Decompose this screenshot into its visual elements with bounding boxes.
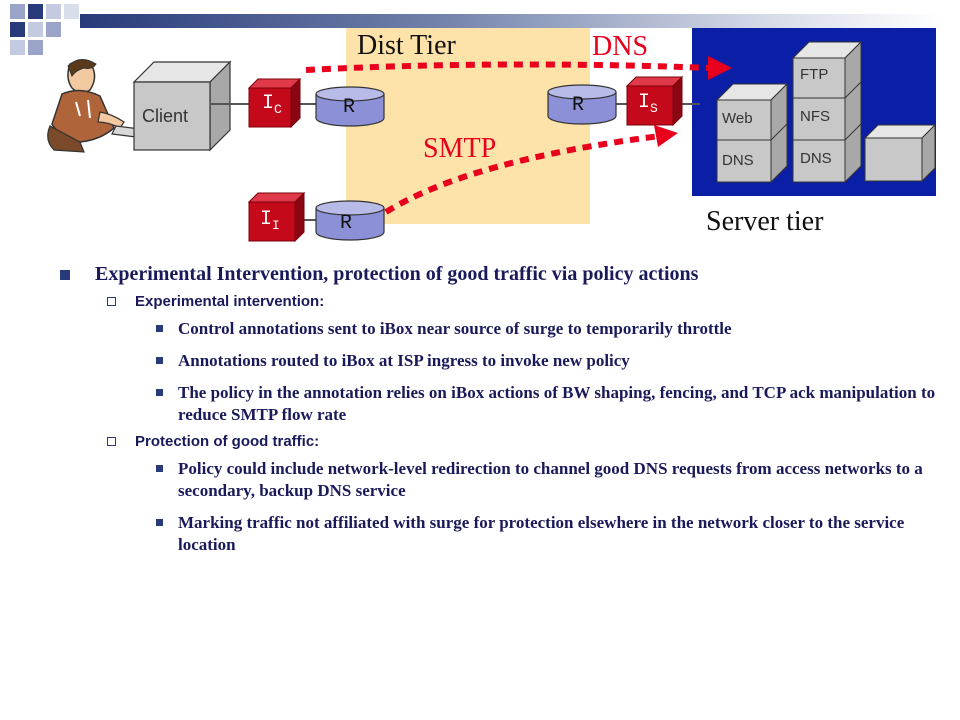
ibox-server-label: IS — [638, 91, 658, 116]
list-item: Policy could include network-level redir… — [60, 458, 940, 502]
main-bullet: Experimental Intervention, protection of… — [60, 262, 940, 286]
dns-arrowhead — [708, 56, 732, 80]
server-stack-ftp-nfs-dns — [792, 40, 862, 184]
dist-tier-label: Dist Tier — [357, 30, 456, 61]
router-isp — [315, 200, 385, 241]
traffic-arrows — [305, 56, 732, 215]
server-box-blank — [864, 124, 936, 182]
dist-tier-region — [346, 28, 590, 224]
dns-label: DNS — [592, 31, 649, 62]
title-bar-gradient — [80, 14, 940, 28]
router-client — [315, 86, 385, 127]
router-server — [547, 84, 617, 125]
server-tier-label: Server tier — [706, 206, 824, 237]
section-heading-experimental: Experimental intervention: — [60, 292, 940, 312]
server-ftp-label: FTP — [800, 66, 829, 83]
ibox-client — [248, 78, 302, 128]
smtp-arrowhead — [654, 125, 678, 147]
ibox-server — [626, 76, 684, 126]
list-item: Marking traffic not affiliated with surg… — [60, 512, 940, 556]
client-label: Client — [142, 106, 189, 126]
server-stack-web-dns — [716, 82, 788, 184]
bullet-list: Experimental Intervention, protection of… — [60, 262, 940, 566]
server-nfs-label: NFS — [800, 108, 830, 125]
client-box — [132, 60, 232, 152]
section-heading-protection: Protection of good traffic: — [60, 432, 940, 452]
list-item: Annotations routed to iBox at ISP ingres… — [60, 350, 940, 372]
server-dns-left-label: DNS — [722, 152, 754, 169]
list-item: Control annotations sent to iBox near so… — [60, 318, 940, 340]
router-client-label: R — [343, 96, 356, 119]
server-dns-right-label: DNS — [800, 150, 832, 167]
list-item: The policy in the annotation relies on i… — [60, 382, 940, 426]
smtp-label: SMTP — [423, 133, 497, 164]
server-web-label: Web — [722, 110, 753, 127]
router-isp-label: R — [340, 212, 353, 235]
ibox-client-label: IC — [262, 92, 282, 117]
ibox-isp — [248, 192, 306, 242]
ibox-isp-label: II — [260, 208, 280, 233]
router-server-label: R — [572, 94, 585, 117]
user-at-computer-icon — [47, 59, 149, 153]
